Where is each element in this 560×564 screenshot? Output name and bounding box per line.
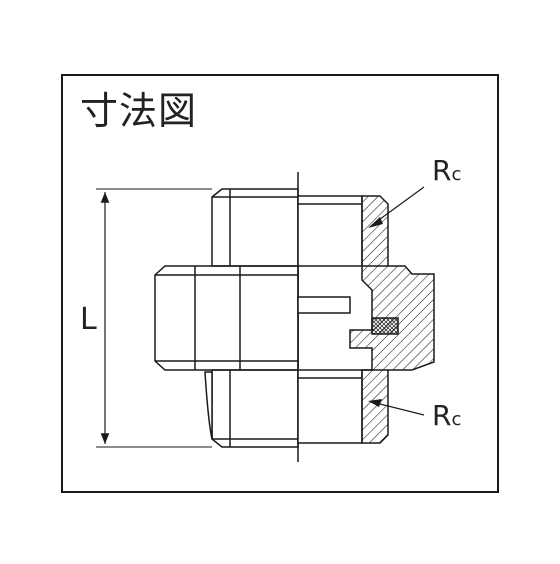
rc-bottom-label: Rc xyxy=(432,402,461,430)
rc-bottom-leader-arrow xyxy=(368,399,382,407)
rc-top-leader-arrow xyxy=(368,217,383,228)
union-exterior-view xyxy=(154,188,299,448)
rc-bottom-main: R xyxy=(432,399,452,432)
outer-border xyxy=(61,74,499,493)
rc-top-label: Rc xyxy=(432,157,461,185)
union-section-view xyxy=(297,195,435,444)
length-dimension xyxy=(96,188,212,448)
rc-leaders xyxy=(375,186,425,416)
page-title: 寸法図 xyxy=(80,89,198,133)
gasket xyxy=(371,317,399,335)
length-label: L xyxy=(80,302,97,337)
rc-top-sub: c xyxy=(451,164,462,185)
rc-top-main: R xyxy=(432,154,452,187)
rc-bottom-sub: c xyxy=(451,409,462,430)
